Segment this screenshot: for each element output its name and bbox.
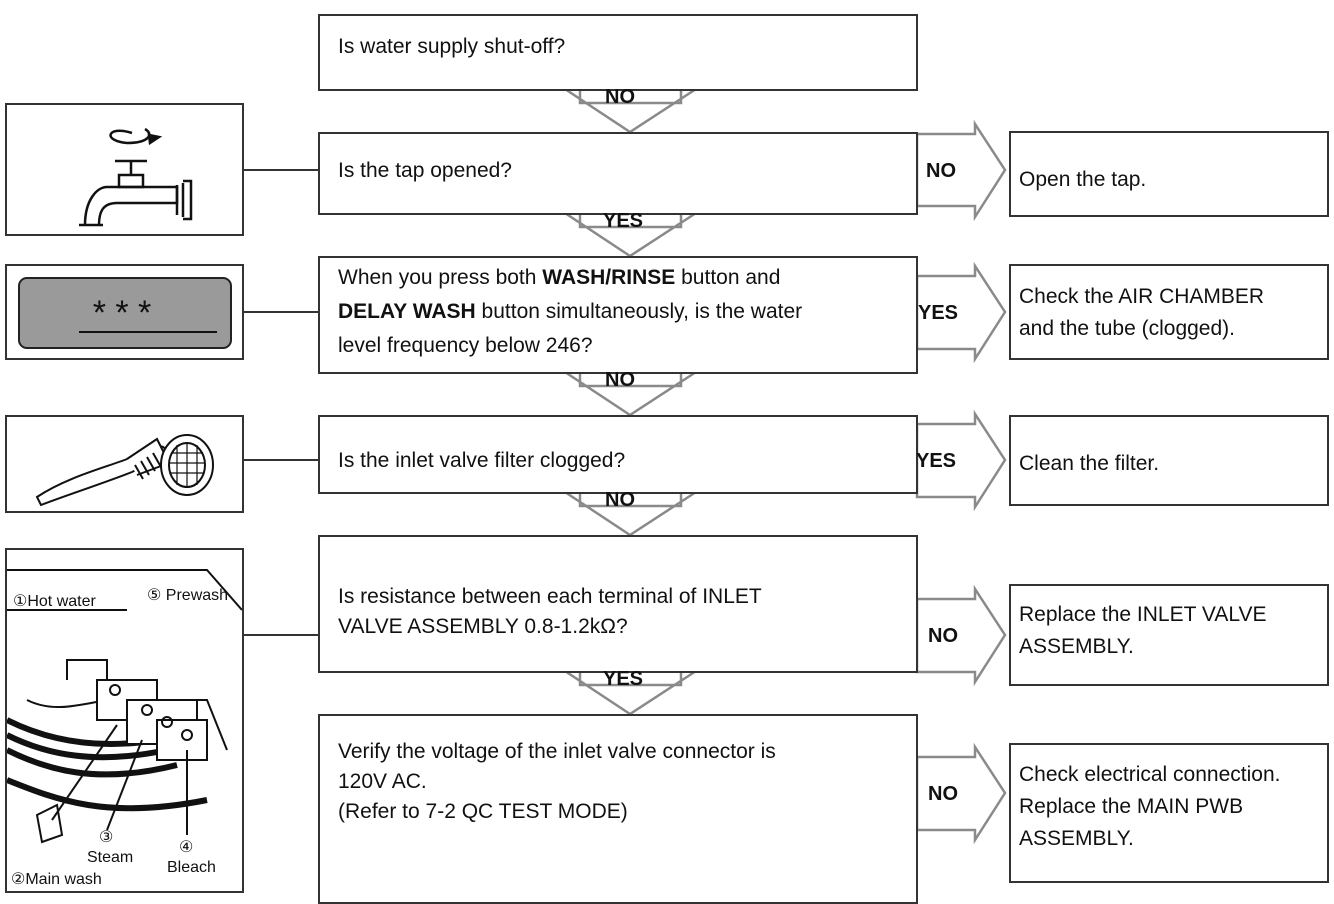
inlet-valve-diagram: ①Hot water ⑤ Prewash ③ Steam ④ Bleach ②M… — [5, 569, 243, 888]
right-arrow-4 — [915, 409, 1007, 512]
right-arrow-2 — [915, 119, 1007, 222]
decision-tap-opened: Is the tap opened? — [318, 132, 918, 215]
branch-label-yes: YES — [603, 668, 644, 690]
button-name-delay-wash: DELAY WASH — [338, 300, 476, 323]
button-name-wash-rinse: WASH/RINSE — [542, 266, 676, 289]
action-check-air-chamber: Check the AIR CHAMBER and the tube (clog… — [1009, 264, 1329, 360]
decision-line-2: DELAY WASH button simultaneously, is the… — [338, 296, 802, 327]
decision-text: Is the inlet valve filter clogged? — [338, 449, 626, 472]
valve-label-steam: Steam — [87, 849, 133, 866]
right-arrow-6 — [915, 742, 1007, 845]
branch-label-yes: YES — [603, 210, 644, 232]
decision-line-1: Verify the voltage of the inlet valve co… — [338, 740, 776, 763]
action-line-1: Check the AIR CHAMBER — [1019, 285, 1265, 308]
valve-label-main-wash: ②Main wash — [11, 871, 102, 888]
action-line-3: ASSEMBLY. — [1019, 827, 1134, 850]
down-arrow-1 — [560, 87, 701, 134]
action-open-tap: Open the tap. — [1009, 131, 1329, 217]
brush-filter-icon — [35, 434, 214, 507]
right-arrow-5 — [915, 584, 1007, 687]
branch-label-no: NO — [605, 489, 635, 511]
action-text: Open the tap. — [1019, 168, 1147, 191]
illustration-inlet-valve: ①Hot water ⑤ Prewash ③ Steam ④ Bleach ②M… — [5, 548, 244, 893]
decision-line-3: (Refer to 7-2 QC TEST MODE) — [338, 800, 628, 823]
tap-icon — [79, 127, 193, 227]
illustration-tap — [5, 103, 244, 236]
action-line-1: Check electrical connection. — [1019, 763, 1281, 786]
branch-label-no: NO — [928, 625, 958, 647]
decision-water-level-frequency: When you press both WASH/RINSE button an… — [318, 256, 918, 374]
valve-label-bleach: Bleach — [167, 859, 216, 876]
branch-label-no: NO — [605, 369, 635, 391]
display-value: * * * — [93, 294, 152, 332]
branch-label-yes: YES — [916, 450, 957, 472]
branch-label-no: NO — [928, 783, 958, 805]
decision-line-1: When you press both WASH/RINSE button an… — [338, 262, 780, 293]
decision-line-2: VALVE ASSEMBLY 0.8-1.2kΩ? — [338, 615, 628, 638]
action-line-1: Replace the INLET VALVE — [1019, 603, 1267, 626]
display-panel-icon: * * * — [18, 277, 232, 349]
down-arrow-4 — [560, 490, 701, 537]
decision-text: Is water supply shut-off? — [338, 35, 566, 58]
illustration-display: * * * — [5, 264, 244, 360]
action-check-electrical: Check electrical connection. Replace the… — [1009, 743, 1329, 883]
action-clean-filter: Clean the filter. — [1009, 415, 1329, 506]
decision-voltage: Verify the voltage of the inlet valve co… — [318, 714, 918, 904]
decision-text: Is the tap opened? — [338, 159, 512, 182]
decision-water-supply: Is water supply shut-off? — [318, 14, 918, 91]
decision-line-1: Is resistance between each terminal of I… — [338, 585, 762, 608]
action-replace-inlet-valve: Replace the INLET VALVE ASSEMBLY. — [1009, 584, 1329, 686]
text-part: button simultaneously, is the water — [475, 300, 803, 323]
decision-inlet-filter: Is the inlet valve filter clogged? — [318, 415, 918, 494]
valve-label-hot-water: ①Hot water — [13, 593, 96, 610]
action-line-2: ASSEMBLY. — [1019, 635, 1134, 658]
down-arrow-2 — [560, 211, 701, 258]
text-part: When you press both — [338, 266, 543, 289]
branch-label-no: NO — [605, 86, 635, 108]
text-part: button and — [675, 266, 781, 289]
valve-label-bleach-number: ④ — [179, 839, 193, 856]
branch-label-yes: YES — [918, 302, 959, 324]
valve-label-steam-number: ③ — [99, 829, 113, 846]
action-line-2: and the tube (clogged). — [1019, 317, 1235, 340]
action-text: Clean the filter. — [1019, 452, 1160, 475]
decision-line-2: 120V AC. — [338, 770, 427, 793]
illustration-filter-brush — [5, 415, 244, 513]
right-arrow-3 — [915, 261, 1007, 364]
decision-resistance: Is resistance between each terminal of I… — [318, 535, 918, 673]
decision-line-3: level frequency below 246? — [338, 334, 593, 357]
action-line-2: Replace the MAIN PWB — [1019, 795, 1244, 818]
valve-label-prewash: ⑤ Prewash — [147, 587, 228, 604]
down-arrow-5 — [560, 669, 701, 716]
branch-label-no: NO — [926, 160, 956, 182]
down-arrow-3 — [560, 370, 701, 417]
